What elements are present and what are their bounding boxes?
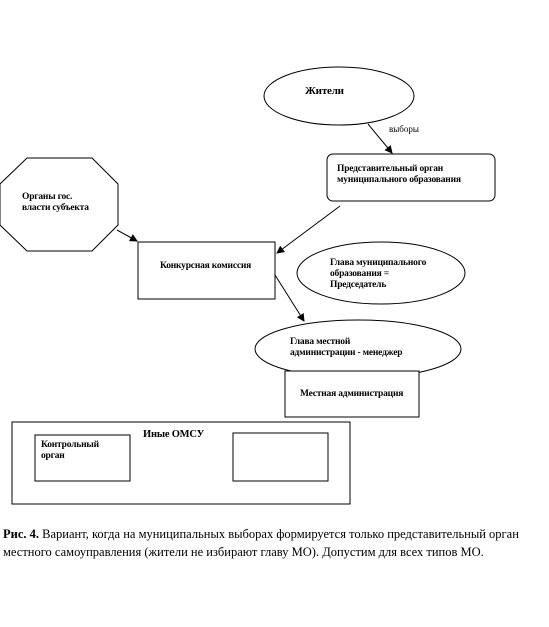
local-admin-box bbox=[284, 370, 420, 418]
elections-label: выборы bbox=[389, 124, 419, 134]
caption-text: Вариант, когда на муниципальных выборах … bbox=[3, 527, 519, 559]
local-admin-label: Местная администрация bbox=[300, 389, 404, 399]
caption-label: Рис. 4. bbox=[3, 527, 40, 541]
empty-omsu-box bbox=[232, 432, 329, 482]
arrow-commission-to-admin-head bbox=[274, 274, 305, 322]
arrow-representative-to-commission bbox=[276, 205, 341, 254]
residents-ellipse bbox=[263, 66, 415, 126]
competition-commission-box bbox=[137, 241, 276, 300]
admin-head-label: Глава местной администрации - менеджер bbox=[290, 337, 403, 358]
arrow-residents-to-representative bbox=[367, 123, 393, 154]
mo-head-label: Глава муниципального образования = Предс… bbox=[330, 258, 427, 290]
other-omsu-label: Иные ОМСУ bbox=[143, 429, 205, 440]
state-bodies-label: Органы гос. власти субъекта bbox=[22, 192, 89, 213]
residents-label: Жители bbox=[305, 85, 344, 97]
control-body-box bbox=[34, 434, 131, 482]
representative-body-label: Представительный орган муниципального об… bbox=[337, 164, 461, 185]
arrow-state-to-commission bbox=[116, 229, 138, 242]
state-bodies-octagon bbox=[0, 157, 119, 252]
competition-commission-label: Конкурсная комиссия bbox=[160, 261, 252, 271]
figure-caption: Рис. 4. Вариант, когда на муниципальных … bbox=[3, 525, 543, 561]
control-body-label: Контрольный орган bbox=[41, 440, 99, 461]
representative-body-box bbox=[326, 153, 496, 202]
mo-head-ellipse bbox=[296, 241, 466, 305]
